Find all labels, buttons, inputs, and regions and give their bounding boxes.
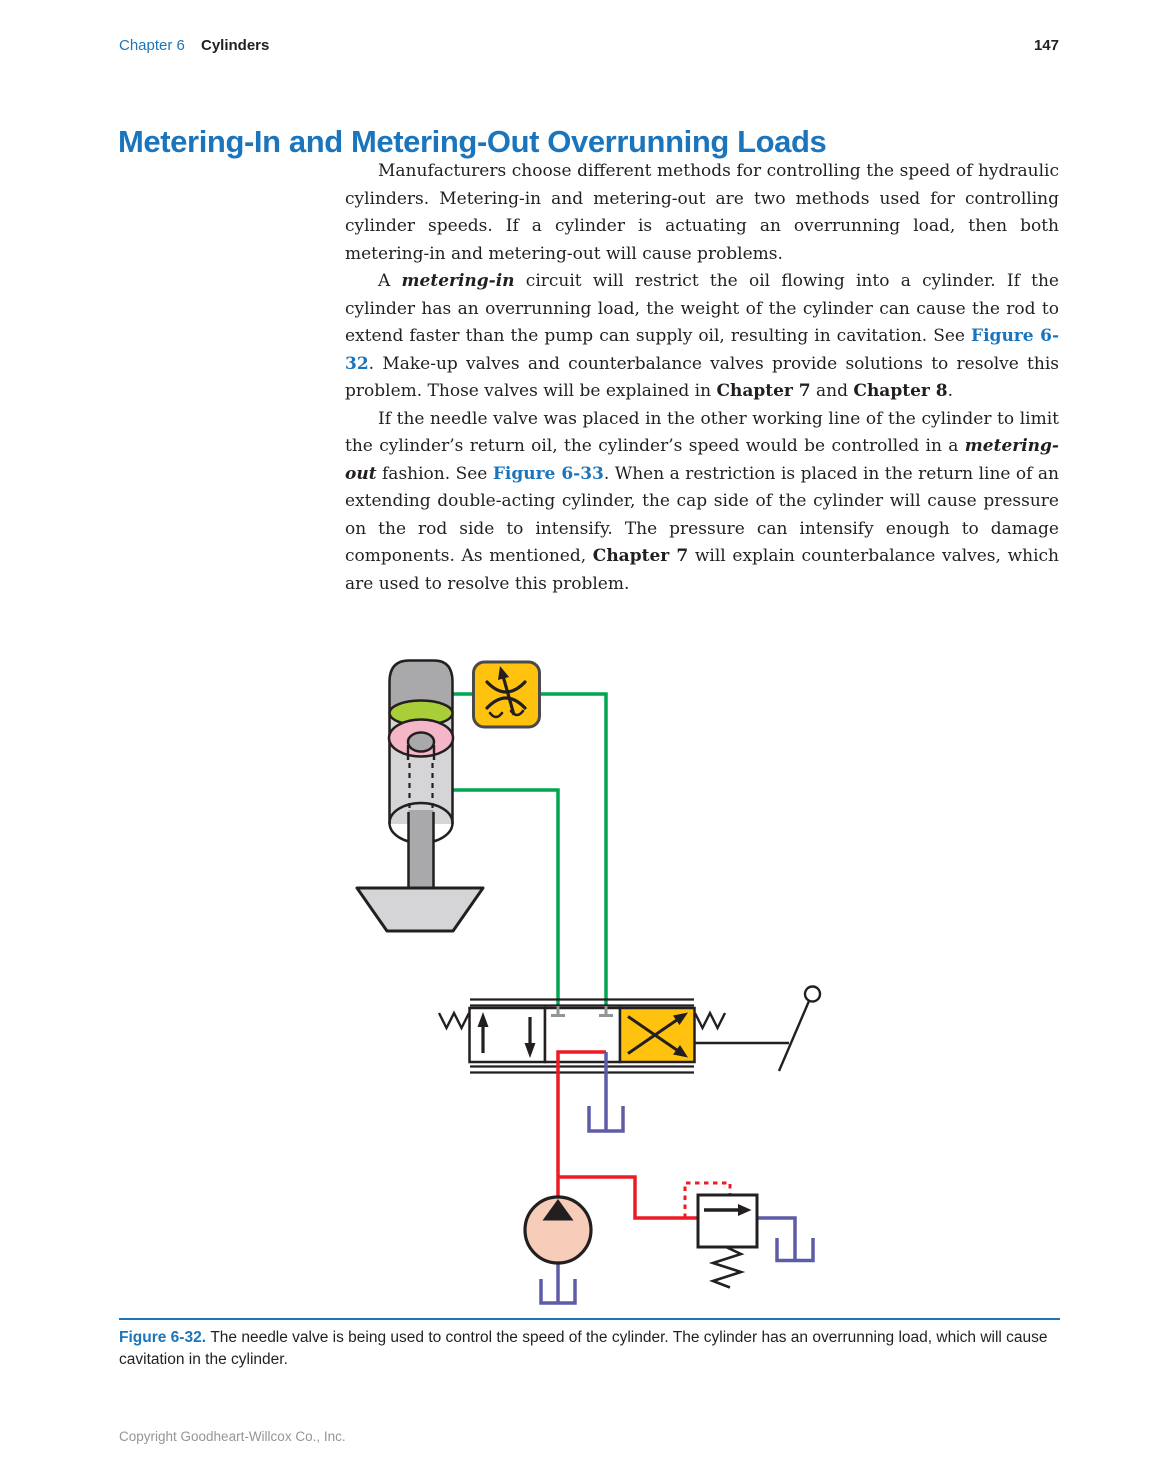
body-paragraph: Manufacturers choose different methods f… [345, 158, 1059, 268]
caption-divider [119, 1318, 1060, 1320]
text-segment: Figure 6-32 [345, 326, 1059, 374]
lever-control [695, 985, 822, 1072]
text-segment: and [810, 381, 854, 401]
blocked-port-stubs [551, 1006, 613, 1017]
reservoir-dcv [587, 1106, 625, 1133]
hydraulic-circuit-svg [355, 659, 822, 1305]
reservoir-relief [775, 1238, 815, 1263]
text-segment: Manufacturers choose different methods f… [345, 161, 1059, 264]
text-segment: will explain counterbalance valves, whic… [345, 546, 1059, 594]
text-segment: metering-in [401, 271, 515, 291]
needle-valve-body [472, 660, 541, 729]
relief-valve-arrow [738, 1204, 752, 1216]
text-segment: metering-out [345, 436, 1059, 484]
page-number: 147 [1033, 37, 1059, 54]
pump-flow-triangle [542, 1199, 574, 1221]
figure-caption: Figure 6-32. The needle valve is being u… [119, 1327, 1060, 1370]
dcv-left-envelope [468, 1006, 547, 1064]
body-paragraph: If the needle valve was placed in the ot… [345, 406, 1059, 599]
piston-rod [408, 810, 434, 888]
spring-right [693, 1010, 727, 1031]
text-segment: Chapter 8 [853, 381, 948, 401]
text-segment: Figure 6-33 [492, 463, 604, 484]
text-segment: . Make-up valves and counterbalance valv… [345, 353, 1059, 402]
directional-control-valve [437, 985, 822, 1074]
tank-lines [539, 1052, 815, 1305]
lever-knob [803, 985, 822, 1003]
body-text: Manufacturers choose different methods f… [345, 158, 1059, 598]
text-segment: A [378, 271, 402, 291]
text-segment: If the needle valve was placed in the ot… [345, 408, 1059, 457]
reservoir-pump [539, 1279, 577, 1305]
hidden-rod-lines [408, 763, 434, 816]
cylinder-with-load [355, 659, 485, 933]
cap-end-line [453, 692, 608, 1005]
text-segment: Chapter 7 [592, 546, 689, 566]
body-paragraph: A metering-in circuit will restrict the … [345, 268, 1059, 406]
text-segment: circuit will restrict the oil flowing in… [345, 271, 1059, 346]
text-segment: The needle valve is being used to contro… [119, 1329, 1048, 1368]
pilot-line [683, 1181, 732, 1218]
load-platform [355, 886, 485, 933]
text-segment: . [947, 381, 953, 401]
hydraulic-pump [523, 1195, 593, 1265]
section-title: Metering-In and Metering-Out Overrunning… [118, 123, 827, 159]
rod-top [406, 731, 436, 753]
rod-end-line [453, 788, 560, 1005]
chapter-title: Cylinders [201, 37, 270, 54]
relief-valve [696, 1193, 759, 1289]
copyright-footer: Copyright Goodheart-Willcox Co., Inc. [119, 1429, 346, 1444]
spring-left [437, 1010, 471, 1031]
cylinder-cap-end [389, 660, 453, 714]
text-segment: Chapter 7 [716, 381, 811, 401]
text-segment: . When a restriction is placed in the re… [345, 463, 1059, 567]
needle-valve [472, 660, 541, 729]
dcv-rails [470, 998, 694, 1074]
pressure-lines [556, 1050, 732, 1220]
text-segment: Figure 6-32. [119, 1329, 211, 1346]
figure-6-32-diagram [340, 640, 870, 1320]
relief-valve-spring [708, 1246, 746, 1289]
chapter-label: Chapter 6 [119, 37, 185, 54]
text-segment: fashion. See [376, 463, 493, 484]
needle-valve-arrow [498, 666, 509, 680]
